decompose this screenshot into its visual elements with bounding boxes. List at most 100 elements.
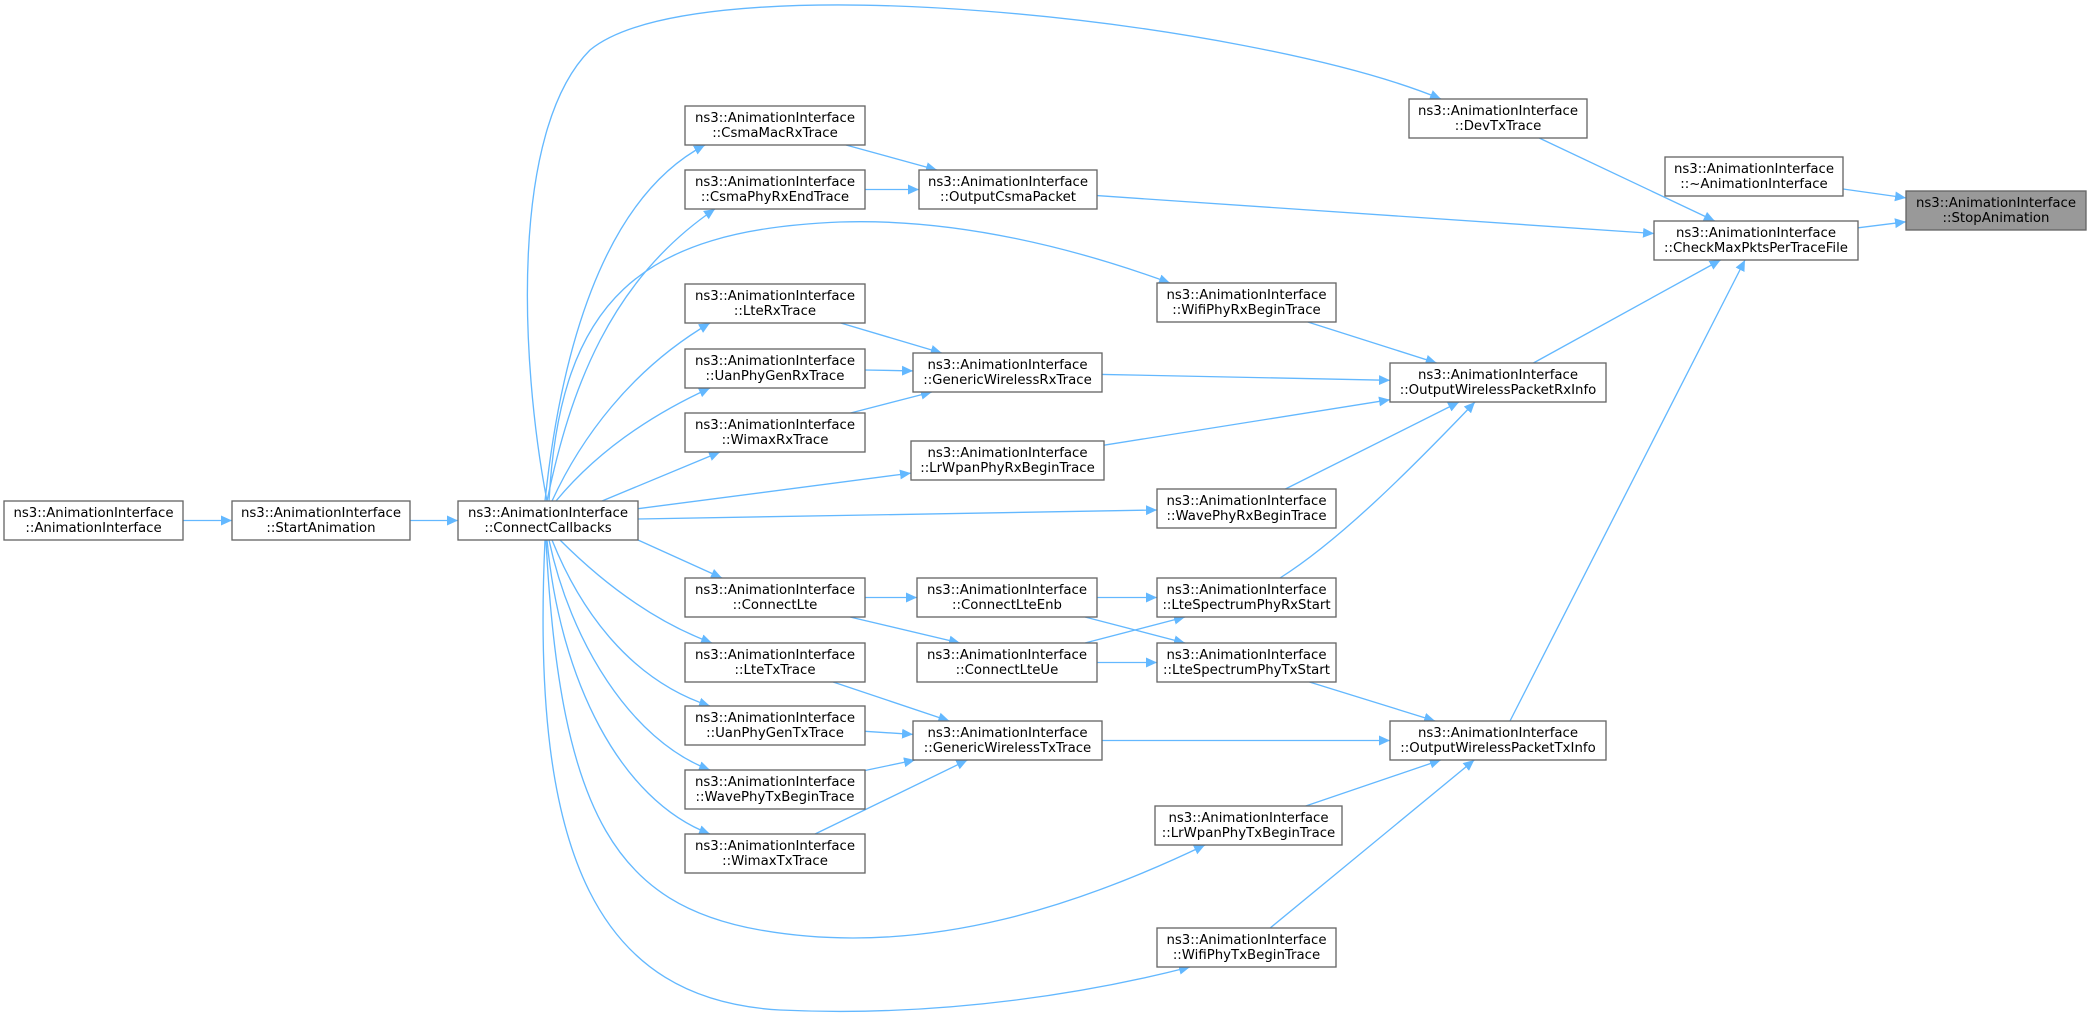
node-Constructor[interactable]: ns3::AnimationInterface::AnimationInterf… [3,500,184,541]
edge-LrWpanPhyRxBeginTrace-to-OutputWirelessPacketRxInfo [1103,396,1391,446]
node-method-label: ::OutputCsmaPacket [940,190,1076,205]
node-box [916,577,1098,618]
node-OutputWirelessPacketRxInfo[interactable]: ns3::AnimationInterface::OutputWirelessP… [1389,362,1607,403]
node-namespace-label: ns3::AnimationInterface [1418,104,1578,119]
node-namespace-label: ns3::AnimationInterface [695,289,855,304]
node-layer: ns3::AnimationInterface::StopAnimationns… [3,98,2087,968]
node-OutputWirelessPacketTxInfo[interactable]: ns3::AnimationInterface::OutputWirelessP… [1389,720,1607,761]
node-box [916,642,1098,683]
edge-OutputCsmaPacket-to-CheckMaxPktsPerTraceFile [1096,194,1655,238]
node-namespace-label: ns3::AnimationInterface [1674,162,1834,177]
node-box [3,500,184,541]
node-namespace-label: ns3::AnimationInterface [695,711,855,726]
node-StopAnimation[interactable]: ns3::AnimationInterface::StopAnimation [1905,190,2087,231]
node-WimaxTxTrace[interactable]: ns3::AnimationInterface::WimaxTxTrace [684,833,866,874]
node-method-label: ::CsmaPhyRxEndTrace [701,190,849,205]
node-box [684,833,866,874]
node-box [684,769,866,810]
node-OutputCsmaPacket[interactable]: ns3::AnimationInterface::OutputCsmaPacke… [918,169,1098,210]
node-namespace-label: ns3::AnimationInterface [695,111,855,126]
edge-LteSpectrumPhyTxStart-to-OutputWirelessPacketTxInfo [1309,681,1436,723]
node-method-label: ::UanPhyGenRxTrace [706,369,845,384]
node-method-label: ::UanPhyGenTxTrace [706,726,844,741]
node-namespace-label: ns3::AnimationInterface [1166,648,1326,663]
edge-Destructor-to-StopAnimation [1842,188,1907,202]
node-box [684,348,866,389]
node-namespace-label: ns3::AnimationInterface [695,354,855,369]
node-namespace-label: ns3::AnimationInterface [1418,726,1578,741]
node-ConnectLteUe[interactable]: ns3::AnimationInterface::ConnectLteUe [916,642,1098,683]
node-WavePhyRxBeginTrace[interactable]: ns3::AnimationInterface::WavePhyRxBeginT… [1156,488,1337,529]
edge-WavePhyRxBeginTrace-to-OutputWirelessPacketRxInfo [1285,401,1460,490]
node-namespace-label: ns3::AnimationInterface [1168,811,1328,826]
node-method-label: ::StopAnimation [1943,211,2050,226]
node-GenericWirelessRxTrace[interactable]: ns3::AnimationInterface::GenericWireless… [912,352,1103,393]
node-namespace-label: ns3::AnimationInterface [927,726,1087,741]
node-ConnectCallbacks[interactable]: ns3::AnimationInterface::ConnectCallback… [457,500,639,541]
node-box [1156,642,1337,683]
node-LteRxTrace[interactable]: ns3::AnimationInterface::LteRxTrace [684,283,866,324]
node-namespace-label: ns3::AnimationInterface [695,648,855,663]
node-box [912,352,1103,393]
node-WifiPhyTxBeginTrace[interactable]: ns3::AnimationInterface::WifiPhyTxBeginT… [1156,927,1337,968]
node-box [1905,190,2087,231]
node-namespace-label: ns3::AnimationInterface [927,446,1087,461]
node-CsmaPhyRxEndTrace[interactable]: ns3::AnimationInterface::CsmaPhyRxEndTra… [684,169,866,210]
node-method-label: ::LteSpectrumPhyTxStart [1163,663,1330,678]
node-namespace-label: ns3::AnimationInterface [1166,494,1326,509]
node-box [231,500,411,541]
node-namespace-label: ns3::AnimationInterface [695,418,855,433]
node-Destructor[interactable]: ns3::AnimationInterface::~AnimationInter… [1664,156,1844,197]
node-box [684,169,866,210]
node-WavePhyTxBeginTrace[interactable]: ns3::AnimationInterface::WavePhyTxBeginT… [684,769,866,810]
node-namespace-label: ns3::AnimationInterface [928,175,1088,190]
edge-UanPhyGenTxTrace-to-GenericWirelessTxTrace [864,728,914,739]
node-namespace-label: ns3::AnimationInterface [1166,583,1326,598]
node-DevTxTrace[interactable]: ns3::AnimationInterface::DevTxTrace [1408,98,1588,139]
node-box [912,720,1103,761]
node-method-label: ::CheckMaxPktsPerTraceFile [1664,241,1848,256]
node-GenericWirelessTxTrace[interactable]: ns3::AnimationInterface::GenericWireless… [912,720,1103,761]
edge-ConnectLteEnb-to-LteSpectrumPhyTxStart [1084,616,1186,646]
node-method-label: ::LteRxTrace [734,304,816,319]
node-namespace-label: ns3::AnimationInterface [695,175,855,190]
node-method-label: ::LrWpanPhyRxBeginTrace [920,461,1095,476]
node-method-label: ::WavePhyRxBeginTrace [1166,509,1326,524]
node-WimaxRxTrace[interactable]: ns3::AnimationInterface::WimaxRxTrace [684,412,866,453]
node-box [684,105,866,146]
edge-ConnectCallbacks-to-WimaxRxTrace [601,451,721,502]
node-method-label: ::GenericWirelessRxTrace [923,373,1092,388]
edge-ConnectCallbacks-to-CsmaPhyRxEndTrace [546,208,716,502]
node-box [1156,927,1337,968]
edge-WimaxTxTrace-to-GenericWirelessTxTrace [814,759,968,835]
edge-ConnectCallbacks-to-LteRxTrace [551,322,711,502]
node-LteTxTrace[interactable]: ns3::AnimationInterface::LteTxTrace [684,642,866,683]
node-method-label: ::LteSpectrumPhyRxStart [1162,598,1330,613]
node-box [1156,488,1337,529]
node-CheckMaxPktsPerTraceFile[interactable]: ns3::AnimationInterface::CheckMaxPktsPer… [1653,220,1859,261]
node-namespace-label: ns3::AnimationInterface [468,506,628,521]
node-namespace-label: ns3::AnimationInterface [1166,933,1326,948]
node-namespace-label: ns3::AnimationInterface [927,583,1087,598]
node-WifiPhyRxBeginTrace[interactable]: ns3::AnimationInterface::WifiPhyRxBeginT… [1156,282,1337,323]
edge-ConnectCallbacks-to-WifiPhyTxBeginTrace [542,539,1191,1013]
node-StartAnimation[interactable]: ns3::AnimationInterface::StartAnimation [231,500,411,541]
node-method-label: ::StartAnimation [266,521,375,536]
node-UanPhyGenRxTrace[interactable]: ns3::AnimationInterface::UanPhyGenRxTrac… [684,348,866,389]
node-CsmaMacRxTrace[interactable]: ns3::AnimationInterface::CsmaMacRxTrace [684,105,866,146]
node-method-label: ::OutputWirelessPacketTxInfo [1400,741,1595,756]
node-namespace-label: ns3::AnimationInterface [241,506,401,521]
node-LrWpanPhyRxBeginTrace[interactable]: ns3::AnimationInterface::LrWpanPhyRxBegi… [910,440,1105,481]
node-LrWpanPhyTxBeginTrace[interactable]: ns3::AnimationInterface::LrWpanPhyTxBegi… [1154,805,1343,846]
node-ConnectLteEnb[interactable]: ns3::AnimationInterface::ConnectLteEnb [916,577,1098,618]
node-LteSpectrumPhyTxStart[interactable]: ns3::AnimationInterface::LteSpectrumPhyT… [1156,642,1337,683]
node-LteSpectrumPhyRxStart[interactable]: ns3::AnimationInterface::LteSpectrumPhyR… [1156,577,1337,618]
node-method-label: ::LrWpanPhyTxBeginTrace [1162,826,1335,841]
node-method-label: ::ConnectLteUe [956,663,1059,678]
edge-ConnectCallbacks-to-UanPhyGenRxTrace [555,387,711,502]
node-box [1664,156,1844,197]
node-UanPhyGenTxTrace[interactable]: ns3::AnimationInterface::UanPhyGenTxTrac… [684,705,866,746]
node-namespace-label: ns3::AnimationInterface [1676,226,1836,241]
node-box [1408,98,1588,139]
node-ConnectLte[interactable]: ns3::AnimationInterface::ConnectLte [684,577,866,618]
